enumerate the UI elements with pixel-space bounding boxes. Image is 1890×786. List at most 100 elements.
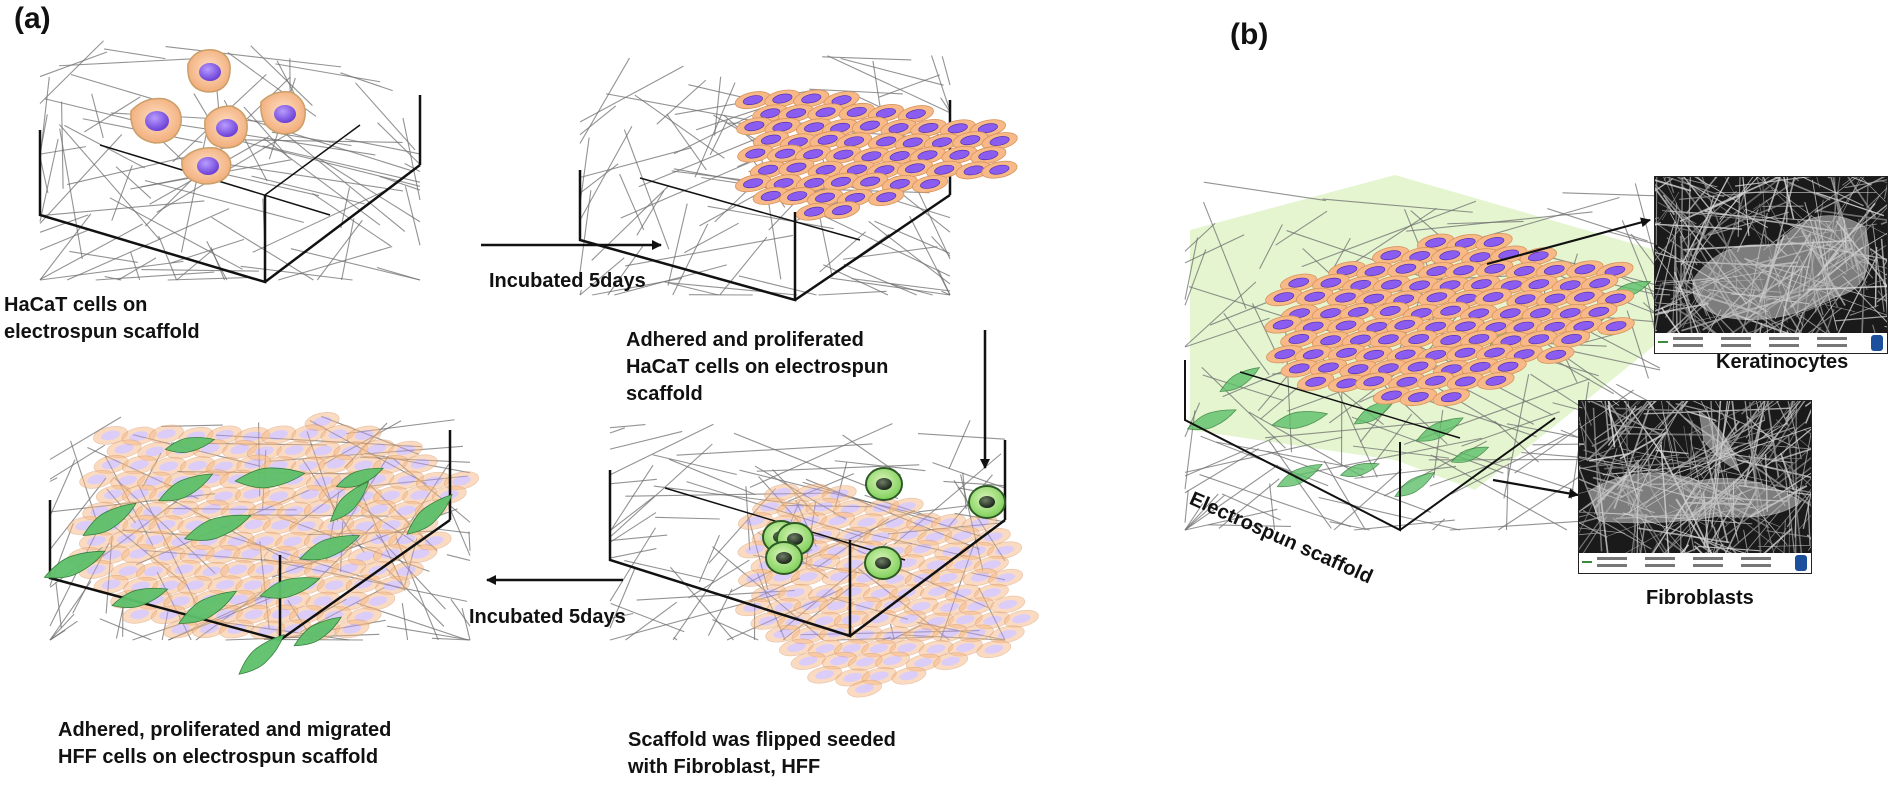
keratinocyte-cell [207, 575, 243, 595]
keratinocyte-cell [910, 119, 947, 137]
fiber [1494, 420, 1539, 463]
fiber [579, 105, 617, 136]
sem-cell-sheet [1692, 215, 1870, 320]
sem-fiber [1579, 454, 1617, 534]
fiber [579, 65, 684, 123]
sem-fiber [1691, 177, 1781, 248]
fiber [948, 420, 971, 470]
keratinocyte-cell [1505, 262, 1543, 280]
keratinocyte-cell [777, 583, 813, 602]
fiber [714, 76, 722, 136]
sem-fiber [1872, 224, 1885, 312]
fiber [823, 264, 889, 296]
fiber [1323, 460, 1366, 531]
sem-fiber [1581, 401, 1592, 426]
sem-fiber [1684, 408, 1713, 463]
sem-fiber [1703, 401, 1731, 548]
fiber [275, 63, 381, 83]
sem-fiber [1786, 177, 1788, 223]
fiber [58, 124, 160, 240]
keratinocyte-cell [1462, 275, 1501, 294]
sem-info-text-mark [1769, 337, 1799, 340]
sem-fiber [1687, 195, 1715, 284]
sem-fiber [1665, 177, 1725, 198]
keratinocyte-cell [319, 515, 355, 535]
fiber [39, 229, 88, 251]
keratinocyte-cell [897, 105, 934, 124]
sem-scale-bar [1658, 341, 1668, 343]
sem-info-text-mark [1673, 337, 1703, 340]
fiber [694, 82, 736, 178]
sem-info-text-mark [1597, 564, 1627, 567]
keratinocyte-cell [1295, 287, 1334, 306]
fiber [917, 503, 978, 513]
sem-fiber [1761, 177, 1767, 247]
sem-fiber [1850, 177, 1872, 186]
keratinocyte-cell [130, 97, 182, 144]
fiber [1406, 211, 1593, 232]
fiber [221, 138, 403, 143]
sem-fiber [1595, 401, 1649, 467]
fiber [1184, 237, 1199, 300]
sem-fiber [1655, 199, 1675, 227]
keratinocyte-cell [981, 160, 1018, 179]
keratinocyte-cell [110, 470, 146, 490]
sem-fiber [1655, 293, 1671, 296]
fiber [250, 45, 313, 106]
fiber [49, 620, 78, 641]
keratinocyte-cell [1431, 246, 1469, 265]
sem-fiber [1784, 401, 1794, 426]
sem-fiber [1742, 177, 1750, 236]
keratinocyte-cell [1311, 331, 1350, 350]
keratinocyte-cell [1265, 288, 1303, 307]
sem-fiber [1582, 510, 1652, 550]
sem-fiber [1660, 444, 1671, 573]
fiber [176, 248, 214, 281]
scaffold-box-edges [1184, 360, 1556, 532]
keratinocyte-cell [835, 132, 873, 151]
sem-fiber [1827, 255, 1878, 353]
fiber [1354, 465, 1457, 479]
fiber [66, 208, 230, 281]
fiber [461, 607, 471, 641]
fiber [607, 245, 644, 296]
scaffold-step-1 [38, 40, 422, 284]
keratinocyte-cell [1566, 260, 1604, 279]
keratinocyte-cell [204, 105, 248, 149]
keratinocyte-cell [1476, 259, 1514, 278]
fibroblast-cell [329, 480, 370, 523]
fiber [1184, 402, 1201, 438]
sem-fiber [1660, 401, 1675, 469]
sem-fiber [1655, 179, 1692, 192]
sem-fiber [1647, 401, 1655, 410]
fibroblast-seed-cell [865, 467, 903, 501]
fiber [355, 82, 416, 151]
fiber [1184, 508, 1278, 531]
keratinocyte-cell [989, 625, 1025, 644]
fibroblast-cell [43, 550, 106, 579]
sem-fiber [1678, 177, 1718, 188]
keratinocyte-cell [734, 91, 771, 110]
keratinocyte-cell [1400, 276, 1439, 295]
fiber [59, 128, 83, 260]
fiber [625, 601, 678, 641]
sem-image-fibroblasts [1578, 400, 1812, 574]
sem-fiber [1867, 277, 1887, 286]
keratinocyte-cell [912, 174, 949, 193]
caption-line: HaCaT cells on electrospun [626, 356, 889, 378]
keratinocyte-cell [750, 611, 786, 630]
sem-fiber [1866, 187, 1887, 209]
fiber [158, 235, 178, 281]
keratinocyte-cell [737, 540, 773, 559]
fiber [1562, 192, 1661, 197]
keratinocyte-cell [795, 145, 832, 164]
keratinocyte-cell [805, 553, 841, 572]
sem-fiber [1655, 186, 1676, 216]
sem-fiber [1770, 457, 1811, 490]
sem-fiber [1798, 514, 1811, 531]
sem-fiber [1714, 401, 1737, 438]
sem-fiber [1864, 295, 1887, 302]
sem-fiber [1635, 401, 1685, 448]
fiber [868, 220, 951, 285]
sem-fiber [1589, 452, 1630, 462]
